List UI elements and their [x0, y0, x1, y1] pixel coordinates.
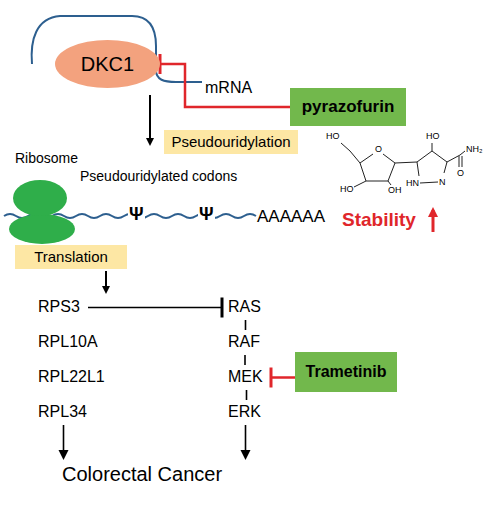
node-text: RAF [228, 333, 260, 351]
atom-label: NH₂ [466, 144, 483, 155]
process-arrow [105, 271, 107, 292]
node-text: RAS [228, 298, 261, 316]
drug-box: pyrazofurin [290, 88, 406, 126]
arrow-head [59, 450, 69, 460]
node-text: RPL34 [38, 403, 87, 421]
protein-name: MEK [222, 365, 271, 390]
polya-tail: AAAAAA [257, 207, 325, 227]
process-arrow [149, 95, 151, 144]
protein-name: RPS3 [32, 295, 88, 320]
connector [246, 390, 247, 400]
bond [417, 151, 432, 162]
bond [417, 162, 419, 176]
node-text: ERK [228, 403, 261, 421]
connector [271, 368, 295, 388]
protein-name: RPL34 [32, 400, 95, 425]
process-box: Translation [15, 245, 127, 269]
node-text: Pseudouridylation [171, 133, 290, 150]
structure-label: Ribosome [15, 150, 78, 167]
connector-line [88, 307, 222, 309]
bond [420, 182, 438, 183]
bond [432, 151, 447, 162]
bond [383, 154, 395, 163]
bond [388, 163, 395, 181]
strand-label: mRNA [205, 78, 252, 97]
protein-name: RPL22L1 [32, 365, 113, 390]
atom-label: HO [426, 131, 440, 142]
arrow-head [241, 450, 251, 460]
node-text: Trametinib [306, 363, 387, 381]
connector [241, 425, 251, 460]
bond [444, 162, 447, 173]
node-text: RPS3 [38, 298, 80, 316]
connector-line [244, 355, 246, 365]
ellipse-shape [55, 40, 160, 88]
atom-label: HO [326, 131, 340, 142]
node-text: MEK [228, 368, 263, 386]
ribosome-large-subunit [9, 214, 75, 244]
bond [388, 181, 391, 185]
bond [459, 156, 460, 167]
node-text: Colorectal Cancer [62, 463, 222, 486]
protein-name: RAS [222, 295, 269, 320]
bond [460, 151, 465, 155]
node-text: DKC1 [81, 53, 134, 76]
enzyme-ellipse: DKC1 [55, 40, 160, 88]
bond [354, 181, 366, 187]
bond [432, 143, 433, 151]
outcome-text: Colorectal Cancer [58, 460, 269, 489]
effect-label: Stability [342, 209, 416, 232]
node-text: pyrazofurin [302, 97, 395, 117]
protein-name: RPL10A [32, 330, 106, 355]
pseudouridine-symbol: Ψ [198, 204, 215, 226]
process-box: Pseudouridylation [164, 130, 298, 154]
connector [59, 425, 69, 460]
connector-line [245, 425, 247, 452]
inhibition-bar [270, 368, 273, 388]
pseudouridine-symbol: Ψ [128, 204, 145, 226]
connector [245, 355, 246, 365]
node-text: Translation [34, 248, 108, 265]
connector-line [63, 425, 65, 452]
bond [341, 143, 350, 151]
node-text: RPL22L1 [38, 368, 105, 386]
bond [447, 155, 460, 162]
node-text: RPL10A [38, 333, 98, 351]
bond [350, 151, 360, 163]
connector-line [271, 376, 295, 379]
atom-label: O [457, 168, 464, 179]
bond [360, 154, 373, 163]
bond [366, 181, 388, 182]
drug-box: Trametinib [295, 352, 397, 392]
atom-label: OH [388, 185, 402, 196]
protein-name: RAF [222, 330, 268, 355]
connector [245, 320, 246, 330]
ribosome-small-subunit [13, 180, 67, 216]
connector-line [160, 64, 290, 107]
protein-name: ERK [222, 400, 269, 425]
bond [462, 156, 463, 167]
atom-label: HO [340, 184, 354, 195]
structure-label: Pseudouridylated codons [80, 168, 237, 185]
bond [395, 162, 417, 163]
connector [88, 298, 222, 318]
connector-line [246, 390, 248, 400]
chemical-structure [341, 143, 465, 187]
atom-label: N [439, 177, 446, 188]
connector-line [245, 320, 247, 330]
atom-label: HN [406, 178, 419, 189]
atom-label: O [375, 144, 382, 155]
inhibition-bar [221, 298, 224, 318]
connector [160, 54, 290, 107]
bond [360, 163, 366, 181]
increase-arrow [432, 210, 435, 232]
